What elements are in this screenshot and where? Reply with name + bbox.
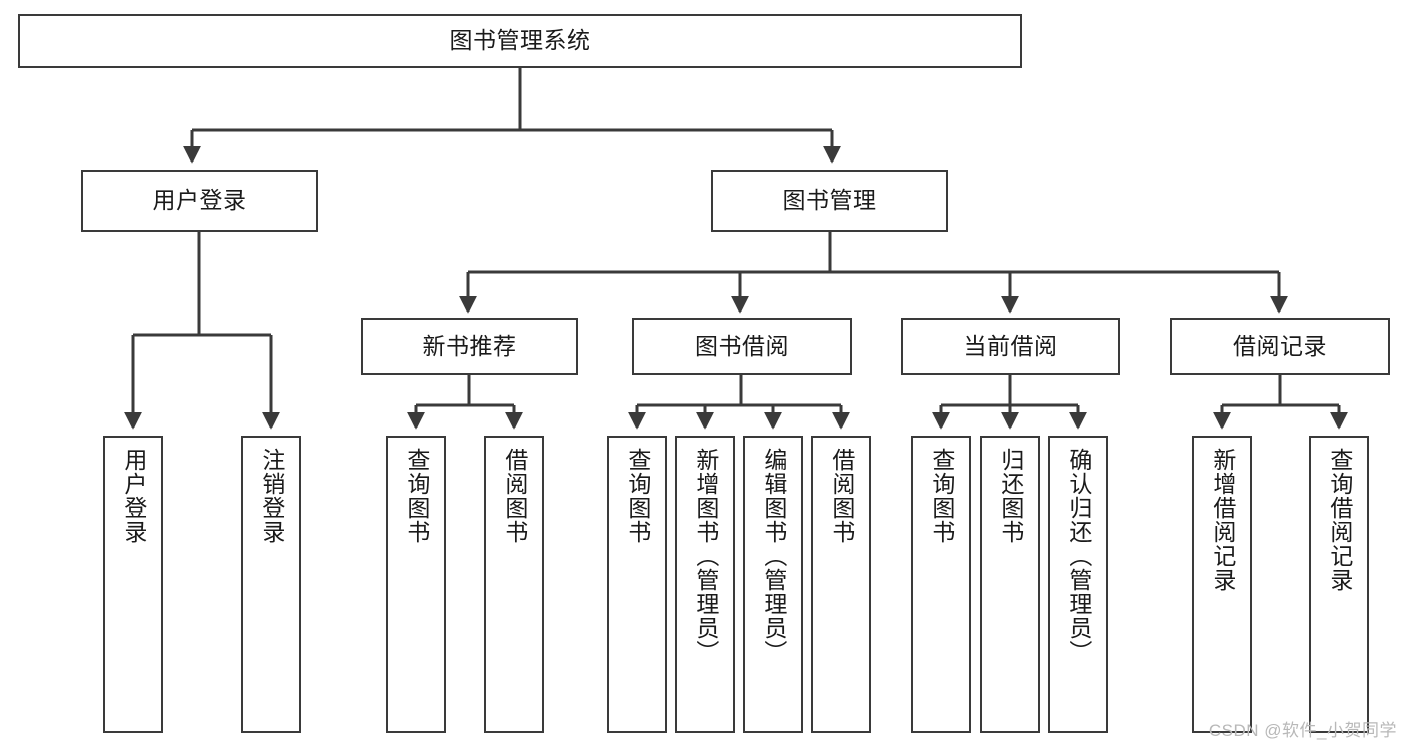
leaf-add-record[interactable]: 新增借阅记录	[1192, 436, 1252, 733]
node-root-label: 图书管理系统	[449, 27, 591, 54]
node-current-borrow-label: 当前借阅	[963, 332, 1058, 359]
node-user-login-label: 用户登录	[152, 187, 247, 214]
node-new-book-recommend[interactable]: 新书推荐	[361, 318, 578, 375]
node-borrow-record-label: 借阅记录	[1233, 332, 1327, 359]
leaf-return-book-label: 归还图书	[997, 448, 1024, 544]
leaf-borrow-book-2-label: 借阅图书	[828, 448, 855, 544]
leaf-edit-book-label: 编辑图书（管理员）	[760, 448, 787, 664]
leaf-query-record[interactable]: 查询借阅记录	[1309, 436, 1369, 733]
leaf-confirm-return-label: 确认归还（管理员）	[1065, 448, 1092, 664]
node-book-borrow-label: 图书借阅	[695, 332, 789, 359]
leaf-confirm-return[interactable]: 确认归还（管理员）	[1048, 436, 1108, 733]
leaf-query-record-label: 查询借阅记录	[1326, 448, 1353, 592]
leaf-add-book[interactable]: 新增图书（管理员）	[675, 436, 735, 733]
leaf-query-book-2[interactable]: 查询图书	[607, 436, 667, 733]
node-book-borrow[interactable]: 图书借阅	[632, 318, 852, 375]
node-current-borrow[interactable]: 当前借阅	[901, 318, 1120, 375]
node-root[interactable]: 图书管理系统	[18, 14, 1022, 68]
leaf-borrow-book-1[interactable]: 借阅图书	[484, 436, 544, 733]
leaf-query-book-1-label: 查询图书	[403, 448, 430, 544]
node-book-manage-label: 图书管理	[782, 187, 877, 214]
csdn-watermark: CSDN @软件_小贺同学	[1208, 721, 1397, 740]
node-new-book-recommend-label: 新书推荐	[422, 332, 517, 359]
leaf-logout-login-label: 注销登录	[258, 448, 285, 544]
leaf-return-book[interactable]: 归还图书	[980, 436, 1040, 733]
leaf-query-book-1[interactable]: 查询图书	[386, 436, 446, 733]
leaf-query-book-3[interactable]: 查询图书	[911, 436, 971, 733]
leaf-query-book-3-label: 查询图书	[928, 448, 955, 544]
node-user-login[interactable]: 用户登录	[81, 170, 318, 232]
leaf-user-login-label: 用户登录	[120, 448, 147, 544]
leaf-borrow-book-2[interactable]: 借阅图书	[811, 436, 871, 733]
leaf-query-book-2-label: 查询图书	[624, 448, 651, 544]
node-borrow-record[interactable]: 借阅记录	[1170, 318, 1390, 375]
leaf-add-record-label: 新增借阅记录	[1209, 448, 1236, 592]
leaf-borrow-book-1-label: 借阅图书	[501, 448, 528, 544]
node-book-manage[interactable]: 图书管理	[711, 170, 948, 232]
leaf-logout-login[interactable]: 注销登录	[241, 436, 301, 733]
leaf-user-login[interactable]: 用户登录	[103, 436, 163, 733]
leaf-edit-book[interactable]: 编辑图书（管理员）	[743, 436, 803, 733]
leaf-add-book-label: 新增图书（管理员）	[692, 448, 719, 664]
